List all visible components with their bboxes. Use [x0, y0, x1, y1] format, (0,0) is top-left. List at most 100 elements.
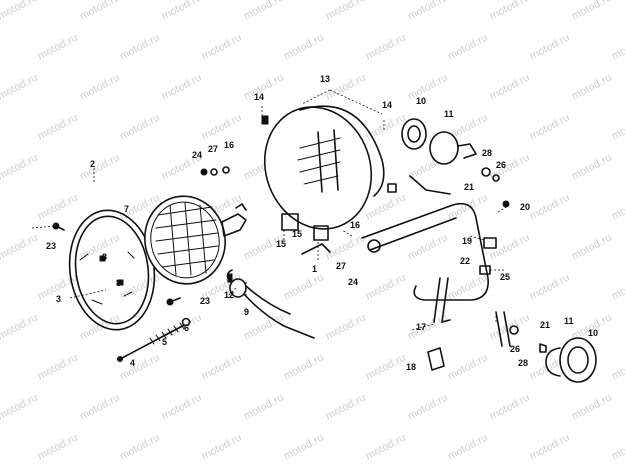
label-6: 6 — [184, 323, 189, 333]
clip-parts — [281, 213, 331, 255]
watermark-text: motod.ru — [324, 0, 368, 23]
label-4: 4 — [130, 358, 135, 368]
watermark-text: motod.ru — [406, 72, 450, 103]
watermark-text: motod.ru — [488, 392, 532, 423]
watermark-text: motod.ru — [528, 192, 572, 223]
watermark-text: motod.ru — [488, 152, 532, 183]
watermark-text: motod.ru — [446, 352, 490, 383]
label-28a: 28 — [482, 148, 492, 158]
watermark-text: motod.ru — [118, 112, 162, 143]
label-20: 20 — [520, 202, 530, 212]
watermark-text: motod.ru — [200, 32, 244, 63]
watermark-text: motod.ru — [610, 32, 625, 63]
label-8a: 8 — [102, 252, 107, 262]
watermark-text: motod.ru — [324, 232, 368, 263]
label-27a: 27 — [208, 144, 218, 154]
watermark-text: motod.ru — [570, 0, 614, 23]
watermark-text: motod.ru — [118, 432, 162, 463]
label-14b: 14 — [382, 100, 392, 110]
label-27b: 27 — [336, 261, 346, 271]
adjusting-screw-assembly — [117, 317, 191, 362]
label-5: 5 — [162, 337, 167, 347]
watermark-text: motod.ru — [570, 152, 614, 183]
label-3: 3 — [56, 294, 61, 304]
watermark-text: motod.ru — [160, 72, 204, 103]
watermark-text: motod.ru — [118, 32, 162, 63]
watermark-text: motod.ru — [36, 352, 80, 383]
label-21a: 21 — [464, 182, 474, 192]
watermark-text: motod.ru — [446, 192, 490, 223]
watermark-text: motod.ru — [364, 32, 408, 63]
label-26b: 26 — [510, 344, 520, 354]
watermark-text: motod.ru — [488, 0, 532, 23]
rim-screw-left — [52, 222, 65, 231]
watermark-text: motod.ru — [0, 312, 40, 343]
watermark-text: motod.ru — [364, 352, 408, 383]
leader-lines — [31, 89, 509, 331]
watermark-text: motod.ru — [0, 72, 40, 103]
watermark-text: motod.ru — [610, 192, 625, 223]
watermark-text: motod.ru — [0, 0, 40, 23]
watermark-text: motod.ru — [364, 272, 408, 303]
watermark-text: motod.ru — [160, 392, 204, 423]
label-1: 1 — [312, 264, 317, 274]
watermark-text: motod.ru — [36, 112, 80, 143]
watermark-text: motod.ru — [406, 392, 450, 423]
watermark-text: motod.ru — [528, 112, 572, 143]
label-11a: 11 — [444, 109, 454, 119]
watermark-text: motod.ru — [78, 72, 122, 103]
watermark-text: motod.ru — [78, 0, 122, 23]
watermark-text: motod.ru — [446, 32, 490, 63]
rim-screw-right — [166, 297, 181, 306]
label-13: 13 — [320, 74, 330, 84]
label-15b: 15 — [292, 229, 302, 239]
watermark-text: motod.ru — [364, 432, 408, 463]
label-18: 18 — [406, 362, 416, 372]
watermark-text: motod.ru — [488, 72, 532, 103]
watermark-text: motod.ru — [528, 432, 572, 463]
label-19: 19 — [462, 236, 472, 246]
watermark-text: motod.ru — [610, 352, 625, 383]
watermark-text: motod.ru — [570, 392, 614, 423]
label-15a: 15 — [276, 239, 286, 249]
label-9: 9 — [244, 307, 249, 317]
watermark-text: motod.ru — [78, 312, 122, 343]
headlight-housing — [261, 105, 397, 230]
part-labels: 1 2 3 4 5 6 7 8 8 9 10 10 11 11 12 13 14… — [46, 74, 598, 372]
watermark-text: motod.ru — [488, 312, 532, 343]
watermark-text: motod.ru — [242, 392, 286, 423]
watermark-text: motod.ru — [364, 112, 408, 143]
watermark-text: motod.ru — [446, 272, 490, 303]
label-14a: 14 — [254, 92, 264, 102]
watermark-text: motod.ru — [488, 232, 532, 263]
headlight-lens-unit — [144, 195, 247, 285]
label-21b: 21 — [540, 320, 550, 330]
label-23a: 23 — [46, 241, 56, 251]
label-10a: 10 — [416, 96, 426, 106]
watermark-text: motod.ru — [364, 192, 408, 223]
label-26a: 26 — [496, 160, 506, 170]
label-10b: 10 — [588, 328, 598, 338]
label-16b: 16 — [350, 220, 360, 230]
watermark-text: motod.ru — [242, 0, 286, 23]
watermark-text: motod.ru — [610, 432, 625, 463]
watermark-text: motod.ru — [282, 272, 326, 303]
label-16a: 16 — [224, 140, 234, 150]
watermark-text: motod.ru — [610, 112, 625, 143]
reflector-lower — [509, 325, 597, 383]
watermark-text: motod.ru — [282, 432, 326, 463]
label-2: 2 — [90, 159, 95, 169]
watermark-text: motod.ru — [282, 32, 326, 63]
reflector-parts — [401, 118, 500, 182]
label-23b: 23 — [200, 296, 210, 306]
label-12: 12 — [224, 290, 234, 300]
label-25: 25 — [500, 272, 510, 282]
watermark-text: motod.ru — [282, 352, 326, 383]
mounting-bracket — [361, 175, 511, 347]
watermark-text: motod.ru — [570, 72, 614, 103]
label-24b: 24 — [348, 277, 358, 287]
watermark-text: motod.ru — [446, 432, 490, 463]
